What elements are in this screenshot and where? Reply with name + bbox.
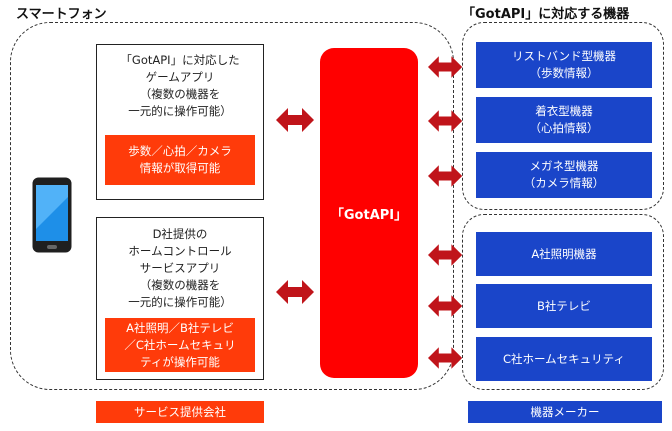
wearables-container <box>462 22 664 210</box>
device-tv: B社テレビ <box>476 284 652 328</box>
arrow-hub-tv <box>428 295 463 317</box>
game-app-highlight: 歩数／心拍／カメラ 情報が取得可能 <box>105 135 255 185</box>
game-app-card: 「GotAPI」に対応した ゲームアプリ （複数の機器を 一元的に操作可能） 歩… <box>96 44 264 200</box>
home-app-card: D社提供の ホームコントロール サービスアプリ （複数の機器を 一元的に操作可能… <box>96 217 264 380</box>
device-wristband: リストバンド型機器 （歩数情報） <box>476 42 652 88</box>
devices-title: 「GotAPI」に対応する機器 <box>462 7 630 22</box>
home-app-highlight: A社照明／B社テレビ ／C社ホームセキュリ ティが操作可能 <box>105 318 255 372</box>
arrow-hub-glasses <box>428 165 463 187</box>
home-devices-container <box>462 214 664 390</box>
smartphone-title: スマートフォン <box>16 7 107 22</box>
arrow-home-hub <box>276 280 314 304</box>
arrow-hub-security <box>428 347 463 369</box>
arrow-hub-lighting <box>428 244 463 266</box>
device-maker-label: 機器メーカー <box>468 401 662 423</box>
device-lighting: A社照明機器 <box>476 232 652 276</box>
device-clothing: 着衣型機器 （心拍情報） <box>476 97 652 143</box>
device-home-security: C社ホームセキュリティ <box>476 337 652 381</box>
arrow-hub-clothing <box>428 110 463 132</box>
device-glasses: メガネ型機器 （カメラ情報） <box>476 152 652 198</box>
service-provider-label: サービス提供会社 <box>96 401 264 423</box>
arrow-game-hub <box>276 108 314 132</box>
smartphone-container <box>10 22 454 390</box>
gotapi-hub: 「GotAPI」 <box>320 48 418 378</box>
smartphone-icon <box>32 177 72 253</box>
arrow-hub-wristband <box>428 56 463 78</box>
game-app-description: 「GotAPI」に対応した ゲームアプリ （複数の機器を 一元的に操作可能） <box>120 53 240 118</box>
home-app-description: D社提供の ホームコントロール サービスアプリ （複数の機器を 一元的に操作可能… <box>128 227 232 309</box>
